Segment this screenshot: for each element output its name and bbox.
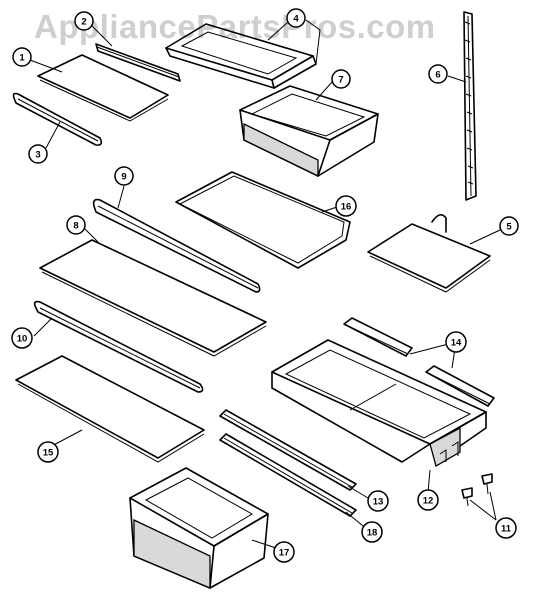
crisper-tray-assembly — [271, 339, 487, 467]
ladder-rail — [463, 11, 477, 201]
glass-shelf-top — [37, 54, 169, 122]
svg-text:13: 13 — [373, 497, 384, 508]
callout-5: 5 — [499, 216, 519, 236]
callout-11: 11 — [495, 517, 517, 539]
svg-text:17: 17 — [279, 548, 290, 559]
shelf-trim-lower — [33, 300, 204, 393]
callout-17: 17 — [273, 541, 295, 563]
side-rails — [343, 317, 495, 407]
svg-text:12: 12 — [423, 496, 434, 507]
screws — [461, 473, 493, 507]
svg-text:5: 5 — [506, 222, 512, 233]
svg-text:14: 14 — [451, 338, 462, 349]
watermark: AppliancePartsPros.com — [34, 8, 436, 45]
callout-14: 14 — [445, 331, 467, 353]
svg-text:18: 18 — [367, 528, 378, 539]
shelf-trim-mid — [92, 198, 261, 293]
drawer-slides — [219, 409, 357, 517]
callout-7: 7 — [331, 69, 351, 89]
svg-text:6: 6 — [435, 70, 440, 81]
leader-lines — [29, 21, 501, 551]
callout-6: 6 — [428, 64, 448, 84]
callout-2: 2 — [74, 11, 94, 31]
svg-text:8: 8 — [73, 221, 78, 232]
callout-12: 12 — [417, 489, 439, 511]
svg-text:10: 10 — [17, 334, 28, 345]
glass-shelf-large — [39, 239, 267, 357]
svg-text:7: 7 — [338, 75, 343, 86]
svg-text:9: 9 — [121, 172, 126, 183]
callout-1: 1 — [12, 47, 32, 67]
callout-15: 15 — [37, 441, 59, 463]
svg-text:16: 16 — [341, 202, 352, 213]
crisper-drawer-large — [129, 467, 269, 589]
crisper-drawer-small — [239, 85, 379, 178]
svg-text:3: 3 — [35, 150, 40, 161]
svg-text:2: 2 — [81, 17, 86, 28]
callout-4: 4 — [286, 8, 306, 28]
crisper-cover-frame — [165, 19, 321, 89]
svg-text:11: 11 — [501, 524, 512, 535]
svg-text:1: 1 — [19, 53, 25, 64]
svg-text:15: 15 — [43, 448, 54, 459]
callout-10: 10 — [11, 327, 33, 349]
callout-9: 9 — [114, 166, 134, 186]
small-shelf — [367, 214, 491, 293]
callout-18: 18 — [361, 521, 383, 543]
callout-16: 16 — [335, 195, 357, 217]
wire-shelf-frame — [175, 171, 351, 269]
callout-8: 8 — [66, 215, 86, 235]
callout-3: 3 — [28, 144, 48, 164]
callout-13: 13 — [367, 490, 389, 512]
glass-shelf-lower — [15, 355, 205, 463]
shelf-trim-top — [95, 43, 181, 82]
front-trim-rod — [12, 92, 103, 146]
svg-text:4: 4 — [293, 14, 299, 25]
